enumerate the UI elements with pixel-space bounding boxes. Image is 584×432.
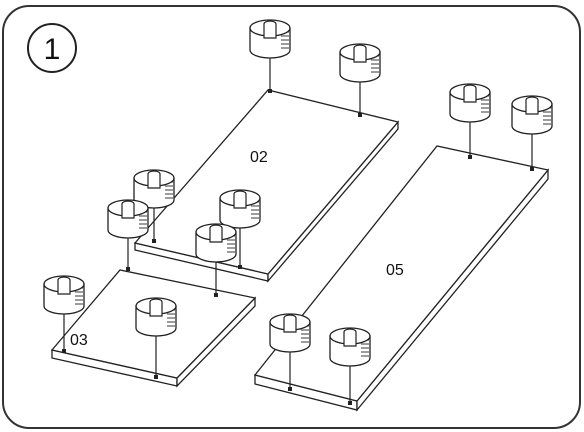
cam-slot [121,200,135,219]
panel-05-label: 05 [386,262,404,279]
panel-05: 05 [253,145,550,412]
dowel-tip [154,375,158,379]
panel-03-label: 03 [70,332,88,349]
cam-lock-fitting [329,327,371,405]
cam-lock-fitting [511,95,553,171]
dowel-tip [530,167,534,171]
dowel-tip [238,265,242,269]
dowel-tip [126,267,130,271]
cam-slot [233,190,247,209]
cam-slot [525,96,539,115]
dowel-tip [268,89,272,93]
cam-slot [209,224,223,243]
cam-slot [149,298,163,317]
panel-05-top [253,145,550,402]
cam-lock-fitting [43,275,85,353]
cam-slot [353,44,367,63]
cam-fittings [43,19,553,405]
cam-slot [283,314,297,333]
cam-lock-fitting [219,189,261,269]
cam-lock-fitting [449,83,491,159]
cam-lock-fitting [133,169,175,243]
cam-lock-fitting [249,19,291,93]
cam-slot [147,170,161,189]
step-badge: 1 [27,23,77,73]
cam-lock-fitting [339,43,381,117]
step-circle [27,23,77,73]
dowel-tip [62,349,66,353]
dowel-tip [152,239,156,243]
dowel-tip [348,401,352,405]
cam-lock-fitting [195,223,237,297]
cam-slot [263,20,277,39]
cam-lock-fitting [107,199,149,271]
dowel-tip [214,293,218,297]
cam-lock-fitting [269,313,311,391]
panel-02-label: 02 [250,149,268,166]
dowel-tip [288,387,292,391]
cam-slot [343,328,357,347]
dowel-tip [468,155,472,159]
cam-lock-fitting [135,297,177,379]
step-number: 1 [44,33,61,66]
dowel-tip [358,113,362,117]
cam-slot [463,84,477,103]
cam-slot [57,276,71,295]
